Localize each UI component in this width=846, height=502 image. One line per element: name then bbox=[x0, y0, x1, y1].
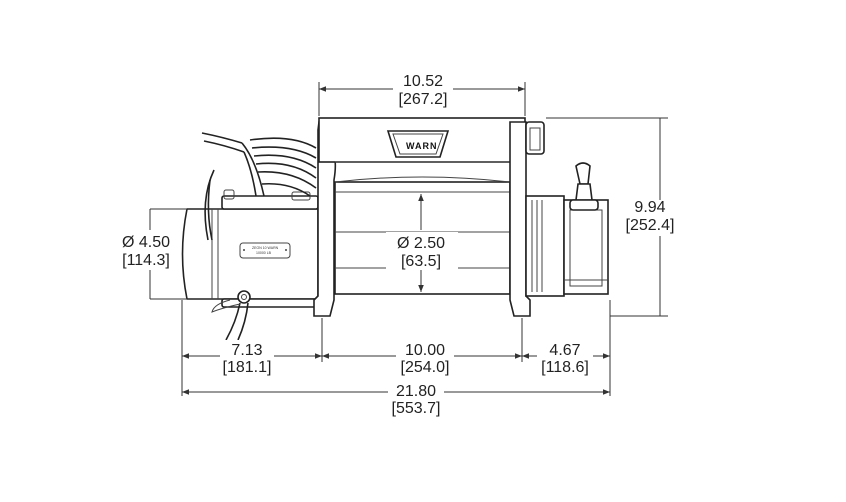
dim-drum-diameter-inch: Ø 2.50 bbox=[397, 235, 445, 252]
dim-height-mm: [252.4] bbox=[626, 217, 675, 234]
dim-right-segment-mm: [118.6] bbox=[541, 359, 589, 376]
winch-body: ZEON 10 WARN 10000 LB bbox=[181, 117, 609, 341]
dim-middle-segment-mm: [254.0] bbox=[401, 359, 450, 376]
dim-overall-length-inch: 21.80 bbox=[396, 383, 436, 400]
dim-height-inch: 9.94 bbox=[634, 199, 665, 216]
dim-left-segment-inch: 7.13 bbox=[231, 342, 262, 359]
dim-overall-length-mm: [553.7] bbox=[392, 400, 441, 417]
dim-overall-top-mm: [267.2] bbox=[399, 91, 448, 108]
control-wires bbox=[201, 132, 317, 241]
gear-housing bbox=[525, 162, 609, 297]
brand-text: WARN bbox=[406, 141, 438, 151]
dim-middle-segment-inch: 10.00 bbox=[405, 342, 445, 359]
dim-overall-top-inch: 10.52 bbox=[403, 73, 443, 90]
plate-line-2: 10000 LB bbox=[256, 251, 272, 255]
dim-motor-diameter-inch: Ø 4.50 bbox=[122, 234, 170, 251]
warn-logo: WARN bbox=[386, 130, 450, 158]
dim-right-segment-inch: 4.67 bbox=[549, 342, 580, 359]
clutch-lever bbox=[569, 162, 599, 211]
dimension-labels: 10.52 [267.2] 9.94 [252.4] Ø 4.50 [114.3… bbox=[122, 70, 674, 418]
power-terminal bbox=[237, 290, 251, 304]
plate-line-1: ZEON 10 WARN bbox=[252, 246, 279, 250]
dim-drum-diameter-mm: [63.5] bbox=[401, 253, 441, 270]
dim-motor-diameter-mm: [114.3] bbox=[122, 252, 170, 269]
motor: ZEON 10 WARN 10000 LB bbox=[181, 189, 319, 341]
motor-label-plate: ZEON 10 WARN 10000 LB bbox=[239, 242, 291, 259]
top-cross-bar: WARN bbox=[318, 117, 526, 163]
dim-left-segment-mm: [181.1] bbox=[223, 359, 272, 376]
right-tie-plate bbox=[509, 121, 545, 317]
